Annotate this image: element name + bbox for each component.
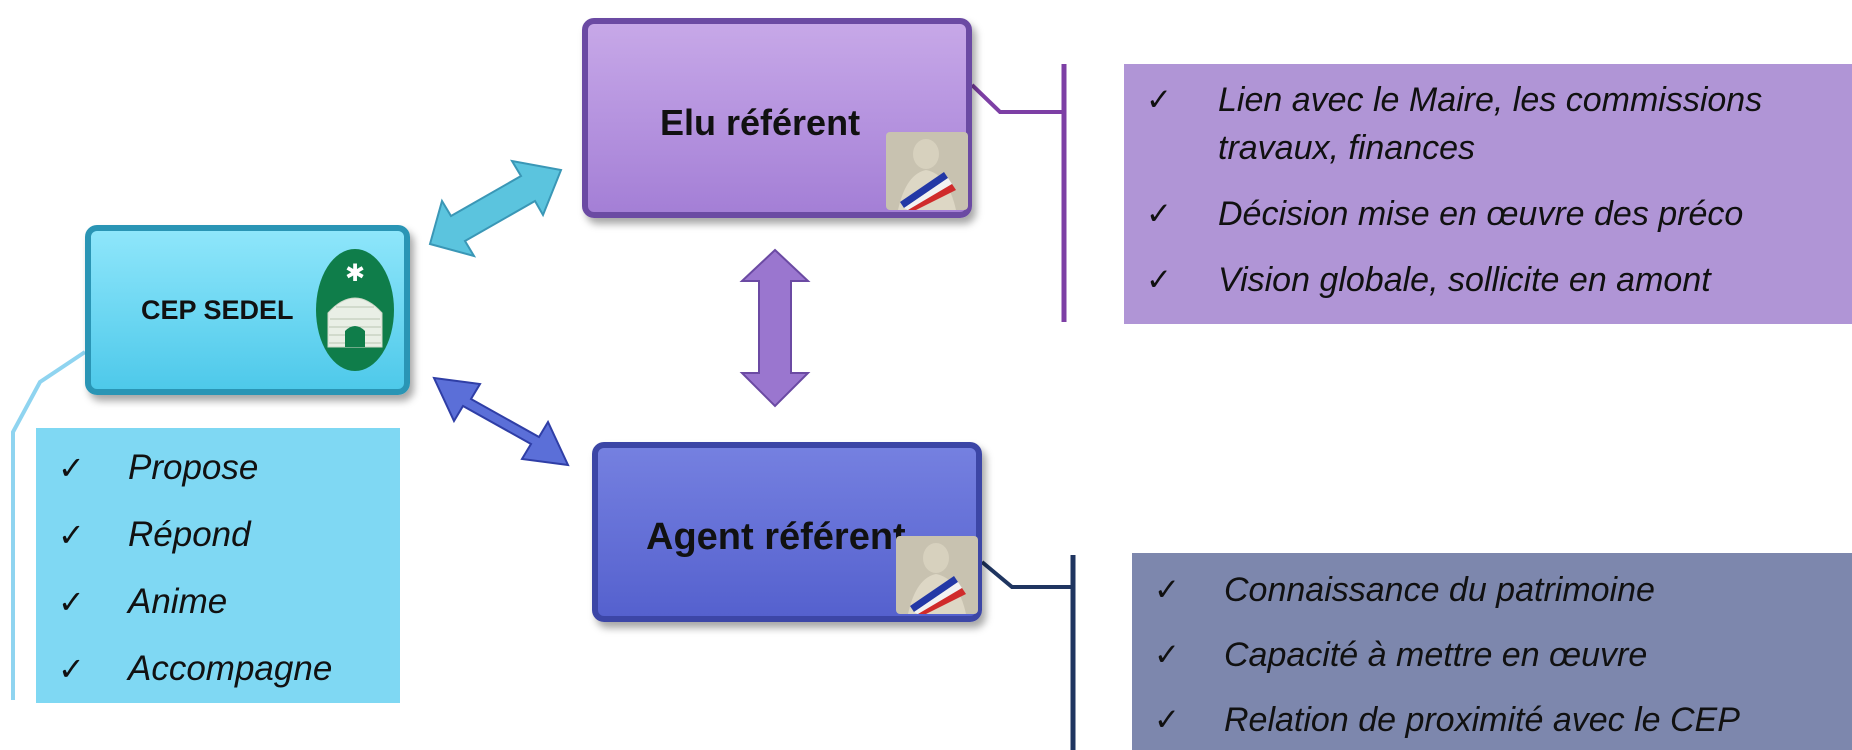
list-item: ✓ Lien avec le Maire, les commissions tr… (1124, 76, 1852, 172)
agent-roles-list: ✓Connaissance du patrimoine ✓Capacité à … (1132, 553, 1852, 750)
list-item: ✓Connaissance du patrimoine (1132, 565, 1852, 615)
check-icon: ✓ (58, 583, 85, 621)
elu-roles-list: ✓ Lien avec le Maire, les commissions tr… (1124, 64, 1852, 324)
list-item: ✓Anime (36, 577, 400, 644)
cep-sedel-node: CEP SEDEL ✱ (85, 225, 410, 395)
check-icon: ✓ (1154, 702, 1180, 738)
elu-referent-label: Elu référent (660, 102, 861, 143)
list-item: ✓Propose (36, 443, 400, 510)
arrow-cep-agent (432, 376, 570, 467)
check-icon: ✓ (58, 516, 85, 554)
check-icon: ✓ (1146, 196, 1172, 232)
list-item: ✓Accompagne (36, 644, 400, 711)
check-icon: ✓ (1146, 262, 1172, 298)
elu-connector-line (970, 83, 1063, 114)
arrow-elu-agent (739, 248, 811, 408)
list-item: ✓Relation de proximité avec le CEP (1132, 695, 1852, 745)
cep-sedel-label: CEP SEDEL (141, 295, 294, 325)
check-icon: ✓ (1154, 637, 1180, 673)
svg-text:✱: ✱ (345, 259, 365, 287)
agent-referent-node: Agent référent (592, 442, 982, 622)
list-item: ✓ Décision mise en œuvre des préco (1124, 190, 1852, 238)
agent-referent-label: Agent référent (646, 516, 906, 558)
agent-connector-line (980, 560, 1073, 589)
marianne-statue-icon (886, 132, 968, 210)
check-icon: ✓ (58, 449, 85, 487)
check-icon: ✓ (1146, 82, 1172, 118)
list-item: ✓Répond (36, 510, 400, 577)
list-item: ✓ Vision globale, sollicite en amont (1124, 256, 1852, 304)
marianne-statue-icon (896, 536, 978, 614)
elu-referent-node: Elu référent (582, 18, 972, 218)
list-item: ✓Capacité à mettre en œuvre (1132, 630, 1852, 680)
igloo-house-logo-icon: ✱ (316, 249, 394, 371)
check-icon: ✓ (58, 650, 85, 688)
cep-roles-list: ✓Propose ✓Répond ✓Anime ✓Accompagne (36, 428, 400, 703)
check-icon: ✓ (1154, 572, 1180, 608)
arrow-cep-elu (428, 159, 563, 258)
cep-connector-line (11, 350, 87, 700)
